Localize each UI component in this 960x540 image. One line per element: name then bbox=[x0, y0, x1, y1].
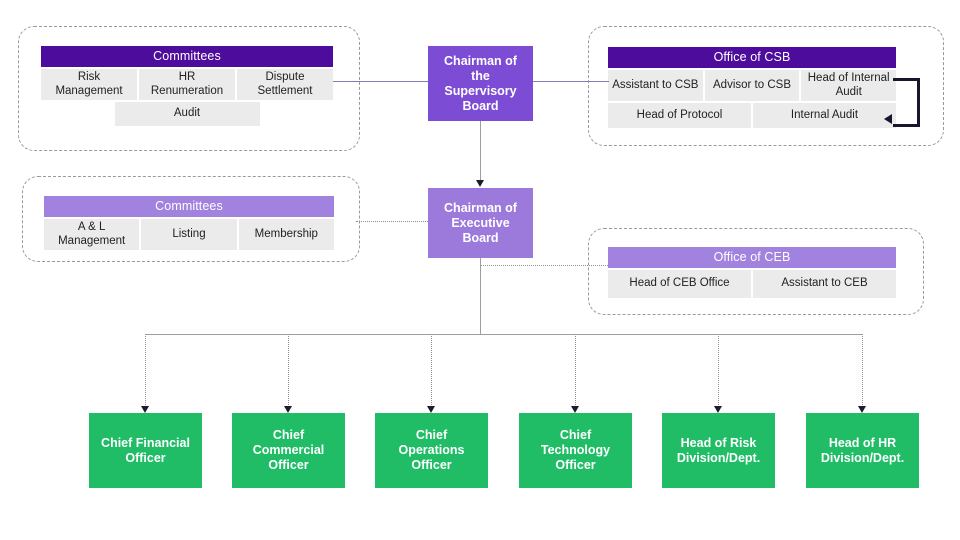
panel-office-of-ceb: Office of CEB Head of CEB Office Assista… bbox=[608, 247, 896, 298]
cell-hr-renumeration[interactable]: HR Renumeration bbox=[139, 69, 235, 100]
drop-head-hr bbox=[862, 334, 863, 409]
chairman-ceb-line-2: Executive bbox=[451, 215, 510, 230]
head-hr-line-1: Head of HR bbox=[828, 435, 897, 450]
cell-assistant-to-csb[interactable]: Assistant to CSB bbox=[608, 70, 703, 101]
cell-risk-management[interactable]: Risk Management bbox=[41, 69, 137, 100]
cfo-line-1: Chief Financial bbox=[101, 435, 190, 450]
chairman-csb-line-4: Board bbox=[462, 98, 499, 113]
connector-exec-committees-to-ceb bbox=[356, 221, 428, 222]
chairman-csb-line-1: Chairman of bbox=[444, 53, 517, 68]
cco-arrow-icon bbox=[284, 406, 292, 413]
coo-arrow-icon bbox=[427, 406, 435, 413]
office-of-csb-header: Office of CSB bbox=[608, 47, 896, 68]
cfo-line-2: Officer bbox=[125, 450, 166, 465]
supervisory-committees-row-2: Audit bbox=[41, 102, 333, 126]
cell-al-management[interactable]: A & L Management bbox=[44, 219, 140, 250]
office-of-ceb-row-1: Head of CEB Office Assistant to CEB bbox=[608, 270, 896, 298]
office-of-csb-row-2: Head of Protocol Internal Audit bbox=[608, 103, 896, 128]
cell-head-of-internal-audit[interactable]: Head of Internal Audit bbox=[801, 70, 897, 101]
cto-line-1: Chief bbox=[559, 428, 592, 442]
panel-office-of-csb: Office of CSB Assistant to CSB Advisor t… bbox=[608, 47, 897, 128]
node-chief-financial-officer[interactable]: Chief Financial Officer bbox=[89, 413, 202, 488]
coo-line-1: Chief bbox=[415, 428, 448, 442]
head-hr-arrow-icon bbox=[858, 406, 866, 413]
connector-committees-to-chairman-csb bbox=[333, 81, 428, 82]
cell-dispute-settlement[interactable]: Dispute Settlement bbox=[237, 69, 333, 100]
head-risk-line-1: Head of Risk bbox=[680, 435, 757, 450]
drop-cfo bbox=[145, 334, 146, 409]
drop-cco bbox=[288, 334, 289, 409]
cto-line-2: Technology bbox=[540, 443, 611, 457]
cco-line-1: Chief bbox=[272, 428, 305, 442]
chairman-ceb-line-3: Board bbox=[462, 230, 499, 245]
internal-audit-arrow-icon bbox=[884, 114, 892, 124]
node-chief-commercial-officer[interactable]: Chief Commercial Officer bbox=[232, 413, 345, 488]
executive-distribution-bus bbox=[145, 334, 862, 335]
executive-committees-header: Committees bbox=[44, 196, 334, 217]
head-risk-line-2: Division/Dept. bbox=[676, 450, 761, 465]
node-chief-operations-officer[interactable]: Chief Operations Officer bbox=[375, 413, 488, 488]
office-of-ceb-header: Office of CEB bbox=[608, 247, 896, 268]
cell-membership[interactable]: Membership bbox=[238, 219, 334, 250]
internal-audit-connector bbox=[893, 78, 920, 127]
drop-coo bbox=[431, 334, 432, 409]
executive-committees-row-1: A & L Management Listing Membership bbox=[44, 219, 334, 250]
node-chairman-executive-board[interactable]: Chairman of Executive Board bbox=[428, 188, 533, 258]
connector-ceb-down-to-bus bbox=[480, 258, 481, 334]
chairman-csb-line-3: Supervisory bbox=[444, 83, 517, 98]
supervisory-committees-header: Committees bbox=[41, 46, 333, 67]
panel-supervisory-committees: Committees Risk Management HR Renumerati… bbox=[41, 46, 333, 126]
cell-head-of-protocol[interactable]: Head of Protocol bbox=[608, 103, 751, 128]
coo-line-3: Officer bbox=[411, 458, 452, 472]
office-of-csb-row-1: Assistant to CSB Advisor to CSB Head of … bbox=[608, 70, 897, 101]
panel-executive-committees: Committees A & L Management Listing Memb… bbox=[44, 196, 334, 250]
node-chief-technology-officer[interactable]: Chief Technology Officer bbox=[519, 413, 632, 488]
drop-head-risk bbox=[718, 334, 719, 409]
coo-line-2: Operations bbox=[398, 443, 465, 457]
node-head-of-hr-division[interactable]: Head of HR Division/Dept. bbox=[806, 413, 919, 488]
connector-csb-to-ceb-vertical bbox=[480, 121, 481, 183]
cto-line-3: Officer bbox=[555, 458, 596, 472]
cco-line-2: Commercial bbox=[252, 443, 325, 457]
node-head-of-risk-division[interactable]: Head of Risk Division/Dept. bbox=[662, 413, 775, 488]
cell-internal-audit[interactable]: Internal Audit bbox=[753, 103, 896, 128]
cfo-arrow-icon bbox=[141, 406, 149, 413]
connector-ceb-to-office-ceb bbox=[480, 265, 608, 266]
head-risk-arrow-icon bbox=[714, 406, 722, 413]
cell-assistant-to-ceb[interactable]: Assistant to CEB bbox=[753, 270, 896, 298]
node-chairman-supervisory-board[interactable]: Chairman of the Supervisory Board bbox=[428, 46, 533, 121]
chairman-ceb-line-1: Chairman of bbox=[444, 200, 517, 215]
cell-audit[interactable]: Audit bbox=[114, 102, 260, 126]
drop-cto bbox=[575, 334, 576, 409]
cco-line-3: Officer bbox=[268, 458, 309, 472]
cell-head-of-ceb-office[interactable]: Head of CEB Office bbox=[608, 270, 751, 298]
cell-listing[interactable]: Listing bbox=[141, 219, 237, 250]
cell-advisor-to-csb[interactable]: Advisor to CSB bbox=[704, 70, 800, 101]
supervisory-committees-row-1: Risk Management HR Renumeration Dispute … bbox=[41, 69, 333, 100]
connector-chairman-csb-to-office-csb bbox=[533, 81, 609, 82]
cto-arrow-icon bbox=[571, 406, 579, 413]
ceb-inbound-arrow-icon bbox=[476, 180, 484, 187]
chairman-csb-line-2: the bbox=[471, 68, 490, 83]
head-hr-line-2: Division/Dept. bbox=[820, 450, 905, 465]
